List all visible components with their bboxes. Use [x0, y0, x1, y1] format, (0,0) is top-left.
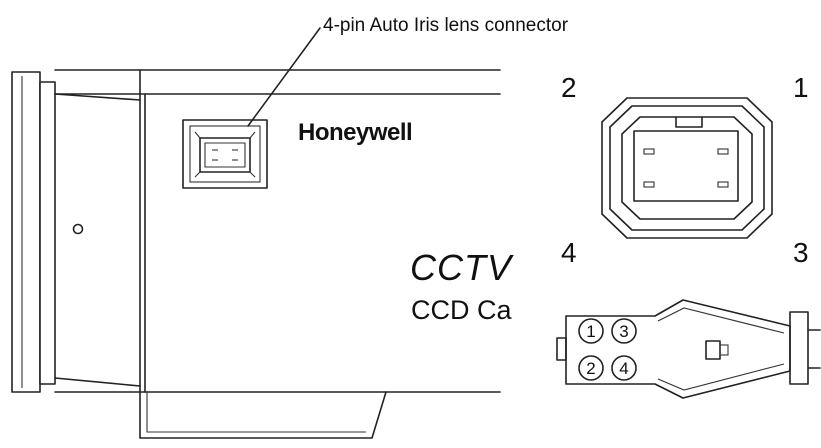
camera-cctv-text: CCTV — [410, 247, 514, 288]
callout-label: 4-pin Auto Iris lens connector — [323, 15, 569, 36]
camera-body — [11, 69, 501, 439]
camera-connector — [182, 119, 268, 189]
socket-pin-label-2: 2 — [561, 72, 577, 103]
socket-pin-label-3: 3 — [793, 237, 809, 268]
plug-pin-1: 1 — [586, 322, 595, 341]
camera-ccd-text: CCD Ca — [411, 295, 512, 325]
plug-pin-2: 2 — [586, 359, 595, 378]
socket-pin-label-1: 1 — [793, 72, 809, 103]
camera-brand: Honeywell — [298, 119, 412, 146]
socket-front-view — [601, 97, 773, 239]
callout-leader — [247, 27, 321, 127]
screw-hole — [72, 223, 84, 235]
socket-pin-label-4: 4 — [561, 237, 577, 268]
plug-side-view — [556, 299, 821, 399]
plug-pin-4: 4 — [619, 359, 628, 378]
plug-pin-3: 3 — [619, 322, 628, 341]
